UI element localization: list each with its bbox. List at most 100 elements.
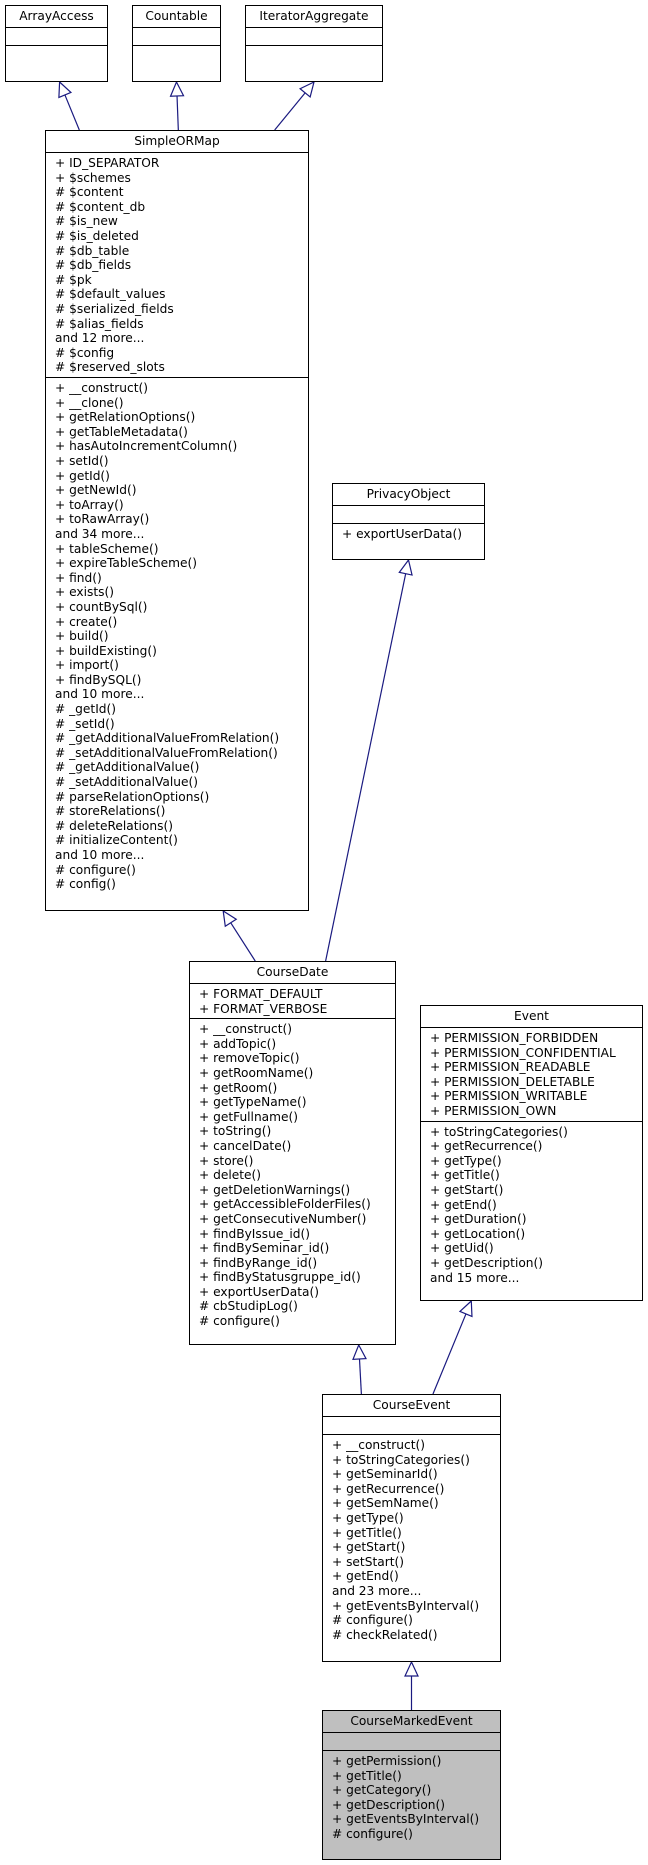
member: # storeRelations() xyxy=(55,804,166,819)
member: and 23 more... xyxy=(332,1583,422,1598)
member: + PERMISSION_DELETABLE xyxy=(430,1074,595,1089)
member: + hasAutoIncrementColumn() xyxy=(55,439,238,454)
inheritance-arrowhead xyxy=(458,1299,473,1318)
attributes-section: + PERMISSION_FORBIDDEN+ PERMISSION_CONFI… xyxy=(421,1028,642,1122)
member: + toStringCategories() xyxy=(332,1452,470,1467)
member: + getFullname() xyxy=(199,1109,299,1124)
member: + create() xyxy=(55,614,118,629)
member: + __clone() xyxy=(55,395,124,410)
methods-section: + __construct()+ addTopic()+ removeTopic… xyxy=(190,1019,395,1332)
inheritance-arrowhead xyxy=(298,80,315,99)
member: + build() xyxy=(55,629,109,644)
member: + toStringCategories() xyxy=(430,1124,568,1139)
member: + getSemName() xyxy=(332,1496,439,1511)
member: + exists() xyxy=(55,585,114,600)
class-course-event[interactable]: CourseEvent + __construct()+ toStringCat… xyxy=(322,1394,501,1662)
inheritance-arrowhead xyxy=(404,1660,419,1677)
member: + getNewId() xyxy=(55,483,137,498)
member: # _getId() xyxy=(55,702,117,717)
inheritance-edge xyxy=(325,573,407,962)
class-name: IteratorAggregate xyxy=(246,6,382,28)
member: + findByRange_id() xyxy=(199,1255,318,1270)
class-course-date[interactable]: CourseDate + FORMAT_DEFAULT+ FORMAT_VERB… xyxy=(189,961,396,1345)
member: # $pk xyxy=(55,272,92,287)
member: + findBySQL() xyxy=(55,672,142,687)
member: + cancelDate() xyxy=(199,1138,292,1153)
member: # initializeContent() xyxy=(55,833,178,848)
class-iterator-aggregate[interactable]: IteratorAggregate xyxy=(245,5,383,82)
member: # _getAdditionalValueFromRelation() xyxy=(55,731,280,746)
inheritance-arrowhead xyxy=(169,80,185,97)
attributes-section xyxy=(333,506,484,524)
class-course-marked-event[interactable]: CourseMarkedEvent + getPermission()+ get… xyxy=(322,1710,501,1860)
member: + toString() xyxy=(199,1124,272,1139)
class-name: Event xyxy=(421,1006,642,1028)
member: + getLocation() xyxy=(430,1226,526,1241)
member: + toRawArray() xyxy=(55,512,150,527)
member: + PERMISSION_WRITABLE xyxy=(430,1089,588,1104)
member: # $reserved_slots xyxy=(55,360,165,375)
member: # config() xyxy=(55,877,116,892)
member: + expireTableScheme() xyxy=(55,556,197,571)
member: + getType() xyxy=(430,1153,502,1168)
member: + setId() xyxy=(55,453,109,468)
member: and 12 more... xyxy=(55,331,145,346)
member: + countBySql() xyxy=(55,599,148,614)
member: # $is_new xyxy=(55,214,118,229)
member: + delete() xyxy=(199,1168,261,1183)
member: + getAccessibleFolderFiles() xyxy=(199,1197,371,1212)
member: + setStart() xyxy=(332,1554,404,1569)
member: + ID_SEPARATOR xyxy=(55,156,160,170)
member: + find() xyxy=(55,570,102,585)
member: + getDescription() xyxy=(430,1255,544,1270)
methods-section xyxy=(246,46,382,64)
member: # checkRelated() xyxy=(332,1627,438,1642)
member: and 34 more... xyxy=(55,526,145,541)
member: + getDeletionWarnings() xyxy=(199,1182,351,1197)
member: # $content xyxy=(55,185,124,200)
member: + __construct() xyxy=(199,1022,293,1037)
member: # deleteRelations() xyxy=(55,818,173,833)
class-simple-orm-map[interactable]: SimpleORMap + ID_SEPARATOR+ $schemes# $c… xyxy=(45,130,309,911)
member: + getUid() xyxy=(430,1241,494,1256)
attributes-section xyxy=(323,1417,500,1435)
member: + findByStatusgruppe_id() xyxy=(199,1270,361,1285)
member: + getEnd() xyxy=(332,1569,399,1584)
member: + getTypeName() xyxy=(199,1095,307,1110)
member: and 10 more... xyxy=(55,848,145,862)
member: # _getAdditionalValue() xyxy=(55,760,200,775)
member: + removeTopic() xyxy=(199,1051,300,1066)
class-privacy-object[interactable]: PrivacyObject + exportUserData() xyxy=(332,483,485,560)
member: + FORMAT_VERBOSE xyxy=(199,1001,328,1016)
member: # configure() xyxy=(199,1314,280,1329)
methods-section: + getPermission()+ getTitle()+ getCatego… xyxy=(323,1751,500,1845)
member: + getRelationOptions() xyxy=(55,410,196,425)
member: + getTitle() xyxy=(332,1525,402,1540)
member: + getTitle() xyxy=(332,1768,402,1783)
inheritance-edge xyxy=(230,922,256,962)
member: # _setAdditionalValueFromRelation() xyxy=(55,745,278,760)
attributes-section xyxy=(6,28,107,46)
member: # _setAdditionalValue() xyxy=(55,775,198,790)
member: + __construct() xyxy=(332,1438,426,1452)
inheritance-edge xyxy=(358,1358,362,1395)
member: + getStart() xyxy=(332,1540,406,1555)
methods-section: + __construct()+ toStringCategories() + g… xyxy=(323,1435,500,1645)
class-name: Countable xyxy=(133,6,220,28)
member: # $db_fields xyxy=(55,258,132,273)
class-event[interactable]: Event + PERMISSION_FORBIDDEN+ PERMISSION… xyxy=(420,1005,643,1301)
class-countable[interactable]: Countable xyxy=(132,5,221,82)
member: + store() xyxy=(199,1153,254,1168)
member: + PERMISSION_READABLE xyxy=(430,1060,591,1075)
member: + PERMISSION_FORBIDDEN xyxy=(430,1031,599,1045)
member: + getEnd() xyxy=(430,1197,497,1212)
class-name: SimpleORMap xyxy=(46,131,308,153)
member: + exportUserData() xyxy=(342,527,462,541)
member: + getDescription() xyxy=(332,1797,446,1812)
class-array-access[interactable]: ArrayAccess xyxy=(5,5,108,82)
attributes-section xyxy=(323,1733,500,1751)
inheritance-arrowhead xyxy=(398,558,413,576)
member: + getType() xyxy=(332,1510,404,1525)
inheritance-edge xyxy=(274,92,306,131)
